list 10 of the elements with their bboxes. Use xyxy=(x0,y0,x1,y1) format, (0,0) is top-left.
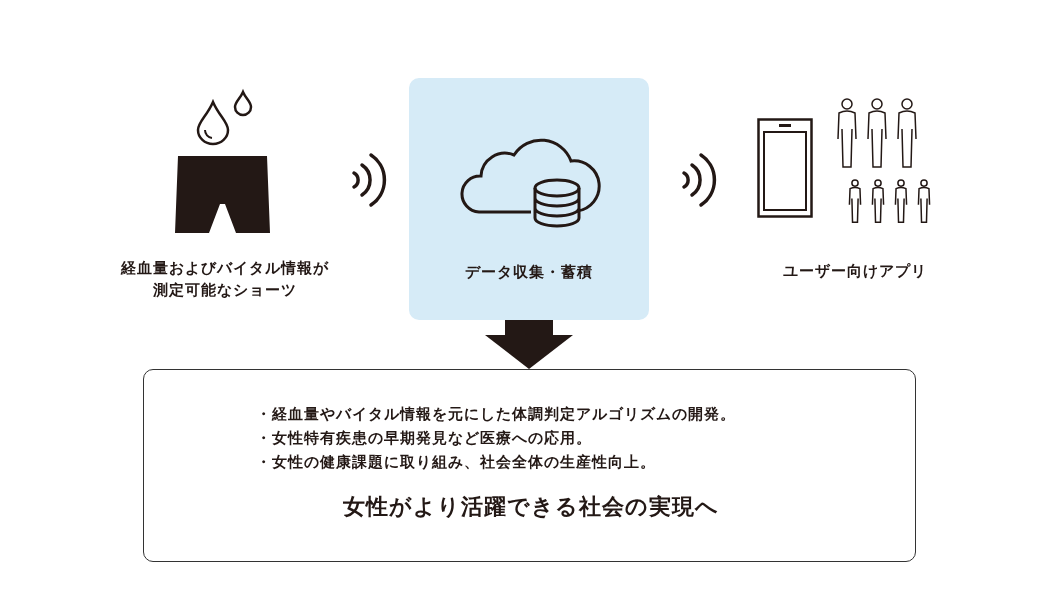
summary-box xyxy=(143,369,916,562)
bullet-text: ・女性の健康課題に取り組み、社会全体の生産性向上。 xyxy=(256,453,657,472)
node-label: 経血量およびバイタル情報が測定可能なショーツ xyxy=(119,258,330,301)
block-arrow xyxy=(485,320,573,369)
data-panel xyxy=(409,78,649,320)
bullet-text: ・女性特有疾患の早期発見など医療への応用。 xyxy=(256,429,593,448)
headline: 女性がより活躍できる社会の実現へ xyxy=(341,496,720,518)
node-label: データ収集・蓄積 xyxy=(464,262,594,283)
node-label: ユーザー向けアプリ xyxy=(782,261,928,282)
bullet-text: ・経血量やバイタル情報を元にした体調判定アルゴリズムの開発。 xyxy=(256,405,737,424)
